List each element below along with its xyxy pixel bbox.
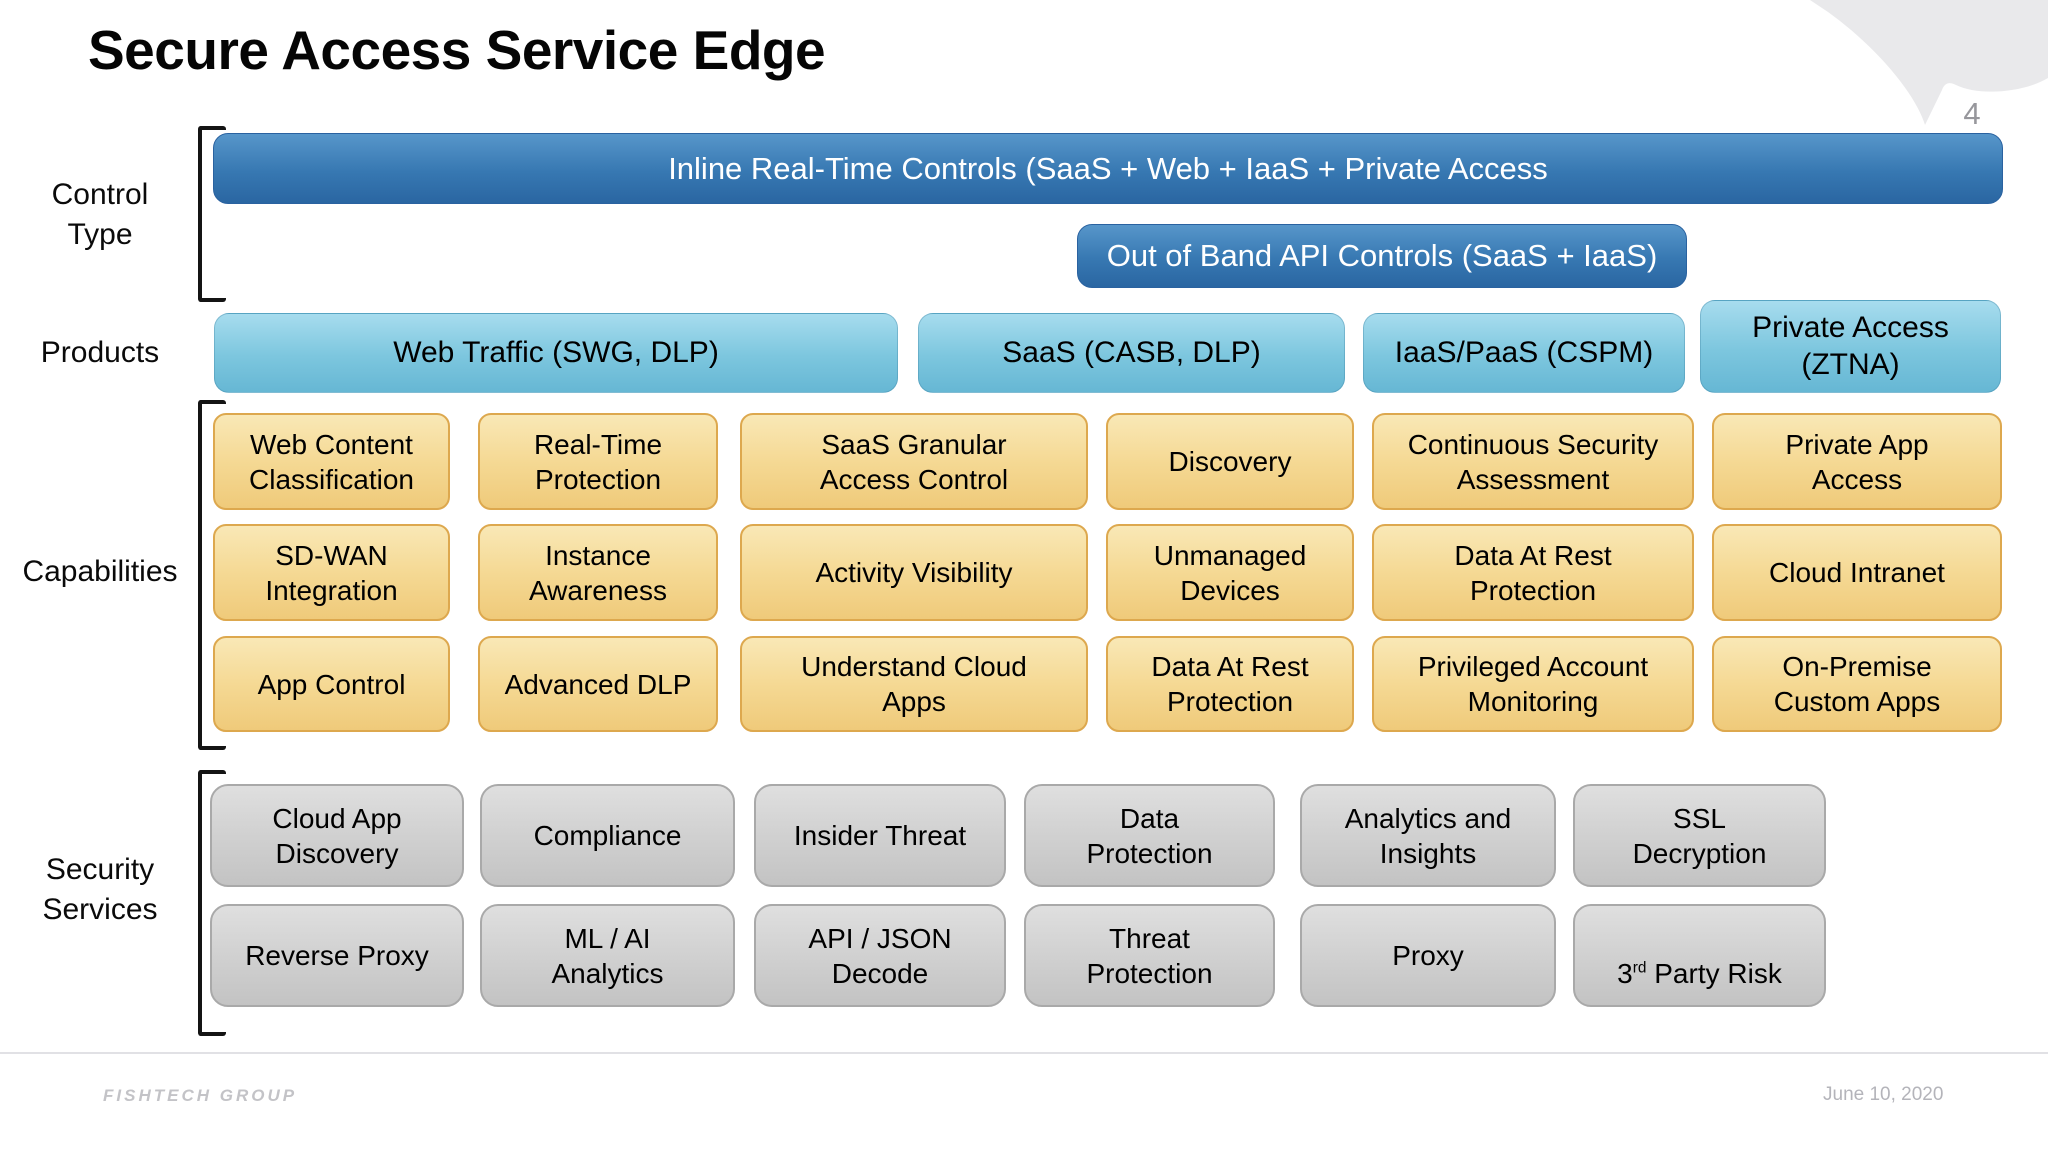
capability-box-privileged-account-monitoring: Privileged Account Monitoring: [1372, 636, 1694, 732]
third-party-risk-text: Party Risk: [1654, 957, 1782, 989]
security-box-proxy: Proxy: [1300, 904, 1556, 1007]
security-box-ml-ai-analytics: ML / AI Analytics: [480, 904, 735, 1007]
capability-box-cloud-intranet: Cloud Intranet: [1712, 524, 2002, 621]
capability-box-data-at-rest-protection-saas: Data At Rest Protection: [1372, 524, 1694, 621]
row-label-control-type-line2: Type: [67, 218, 133, 251]
product-box-web-traffic: Web Traffic (SWG, DLP): [214, 313, 898, 393]
product-box-iaas-paas: IaaS/PaaS (CSPM): [1363, 313, 1685, 393]
capability-box-unmanaged-devices: Unmanaged Devices: [1106, 524, 1354, 621]
page-number: 4: [1963, 96, 1981, 131]
inline-controls-bar: Inline Real-Time Controls (SaaS + Web + …: [213, 133, 2003, 204]
row-label-capabilities: Capabilities: [22, 555, 178, 588]
footer-company-logo-text: FISHTECH GROUP: [103, 1086, 298, 1105]
security-services-bracket: [198, 770, 226, 1036]
security-box-cloud-app-discovery: Cloud App Discovery: [210, 784, 464, 887]
row-label-control-type: Control Type: [5, 175, 195, 255]
out-of-band-controls-bar: Out of Band API Controls (SaaS + IaaS): [1077, 224, 1687, 288]
capability-box-advanced-dlp: Advanced DLP: [478, 636, 718, 732]
security-box-ssl-decryption: SSL Decryption: [1573, 784, 1826, 887]
capability-box-understand-cloud-apps: Understand Cloud Apps: [740, 636, 1088, 732]
product-box-saas: SaaS (CASB, DLP): [918, 313, 1345, 393]
capability-box-real-time-protection: Real-Time Protection: [478, 413, 718, 510]
footer-divider: [0, 1052, 2048, 1054]
row-label-control-type-line1: Control: [51, 178, 149, 211]
security-box-compliance: Compliance: [480, 784, 735, 887]
third-party-risk-ordinal: rd: [1632, 959, 1647, 977]
speech-bubble-decoration: [1798, 0, 2048, 125]
capability-box-instance-awareness: Instance Awareness: [478, 524, 718, 621]
capability-box-saas-granular-access-control: SaaS Granular Access Control: [740, 413, 1088, 510]
product-box-private-access: Private Access (ZTNA): [1700, 300, 2001, 393]
capability-box-private-app-access: Private App Access: [1712, 413, 2002, 510]
capabilities-bracket: [198, 400, 226, 750]
security-box-insider-threat: Insider Threat: [754, 784, 1006, 887]
footer-date: June 10, 2020: [1823, 1084, 1944, 1105]
capability-box-discovery: Discovery: [1106, 413, 1354, 510]
third-party-risk-number: 3: [1617, 957, 1633, 989]
row-label-security-line1: Security: [45, 853, 155, 886]
row-label-security-line2: Services: [42, 893, 158, 926]
security-box-data-protection: Data Protection: [1024, 784, 1275, 887]
security-box-reverse-proxy: Reverse Proxy: [210, 904, 464, 1007]
page-title: Secure Access Service Edge: [88, 19, 826, 81]
row-label-products: Products: [40, 336, 160, 369]
control-type-bracket: [198, 126, 226, 302]
capability-box-on-premise-custom-apps: On-Premise Custom Apps: [1712, 636, 2002, 732]
security-box-threat-protection: Threat Protection: [1024, 904, 1275, 1007]
capability-box-data-at-rest-protection-iaas: Data At Rest Protection: [1106, 636, 1354, 732]
row-label-security-services: Security Services: [5, 850, 195, 930]
security-box-api-json-decode: API / JSON Decode: [754, 904, 1006, 1007]
third-party-risk-label: 3rd Party Risk: [1617, 921, 1782, 991]
capability-box-continuous-security-assessment: Continuous Security Assessment: [1372, 413, 1694, 510]
capability-box-sd-wan-integration: SD-WAN Integration: [213, 524, 450, 621]
security-box-third-party-risk: 3rd Party Risk: [1573, 904, 1826, 1007]
capability-box-web-content-classification: Web Content Classification: [213, 413, 450, 510]
capability-box-app-control: App Control: [213, 636, 450, 732]
security-box-analytics-and-insights: Analytics and Insights: [1300, 784, 1556, 887]
capability-box-activity-visibility: Activity Visibility: [740, 524, 1088, 621]
